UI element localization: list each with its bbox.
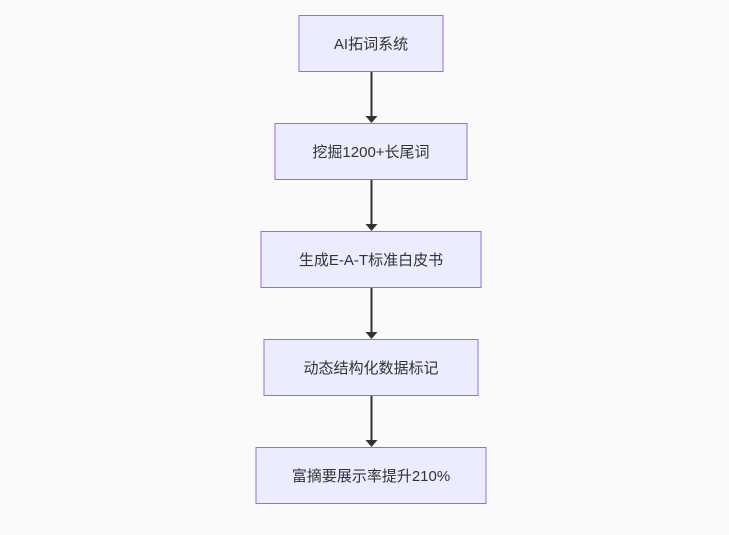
node-label: AI拓词系统	[333, 36, 409, 53]
arrowhead-down-icon	[365, 332, 377, 339]
flow-node-longtail-mining: 挖掘1200+长尾词	[274, 123, 468, 180]
flow-edge-a-b	[365, 72, 377, 123]
node-label: 挖掘1200+长尾词	[312, 144, 430, 161]
flow-edge-b-c	[365, 180, 377, 231]
edge-line	[370, 180, 372, 224]
flow-node-eat-whitepaper: 生成E-A-T标准白皮书	[260, 231, 482, 288]
flowchart: AI拓词系统 挖掘1200+长尾词 生成E-A-T标准白皮书 动态结构化数据标记	[255, 15, 487, 504]
arrowhead-down-icon	[365, 440, 377, 447]
arrowhead-down-icon	[365, 224, 377, 231]
edge-line	[370, 396, 372, 440]
arrowhead-down-icon	[365, 116, 377, 123]
edge-line	[370, 288, 372, 332]
flow-node-rich-snippet-result: 富摘要展示率提升210%	[255, 447, 487, 504]
flow-edge-d-e	[365, 396, 377, 447]
flow-node-ai-keyword-system: AI拓词系统	[298, 15, 444, 72]
edge-line	[370, 72, 372, 116]
node-label: 生成E-A-T标准白皮书	[298, 252, 444, 269]
node-label: 富摘要展示率提升210%	[291, 468, 451, 485]
flow-node-structured-data-markup: 动态结构化数据标记	[263, 339, 479, 396]
node-label: 动态结构化数据标记	[303, 360, 439, 377]
flow-edge-c-d	[365, 288, 377, 339]
